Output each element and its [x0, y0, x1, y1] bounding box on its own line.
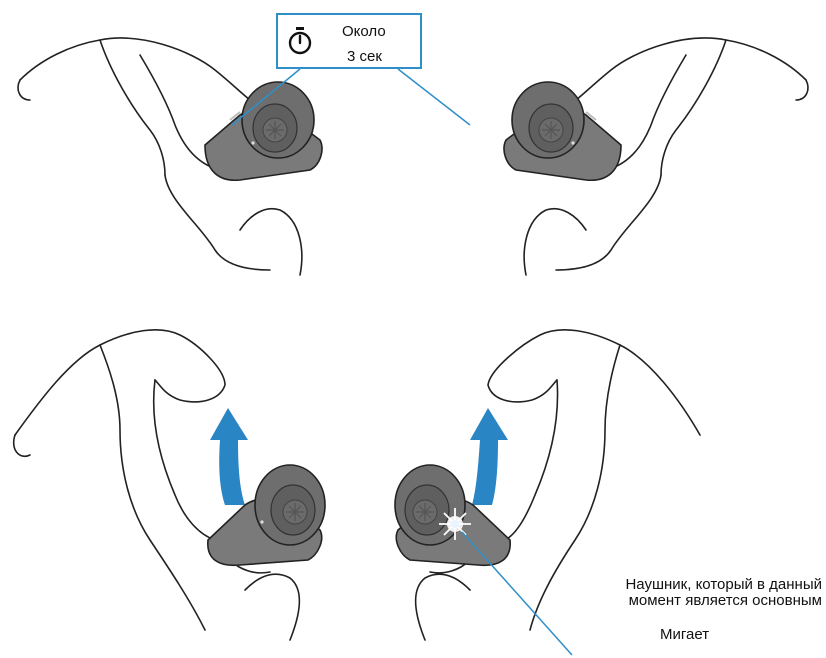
blinks-label: Мигает — [660, 627, 709, 643]
top-right-earbud — [504, 82, 621, 180]
callout-line-2: 3 сек — [347, 48, 382, 65]
bottom-left-hand — [14, 330, 300, 640]
primary-earbud-label-line-1: Наушник, который в данный — [625, 577, 822, 593]
bottom-left-lift-arrow — [210, 408, 248, 505]
top-left-earbud — [205, 82, 322, 180]
primary-earbud-label-line-2: момент является основным — [629, 593, 822, 609]
callout-line-1: Около — [342, 23, 386, 40]
callout-leader-right — [398, 69, 470, 125]
timer-callout: Около 3 сек — [276, 13, 422, 69]
bottom-right-lift-arrow — [470, 408, 508, 505]
led-leader-line — [462, 532, 572, 655]
stopwatch-icon — [287, 26, 313, 56]
